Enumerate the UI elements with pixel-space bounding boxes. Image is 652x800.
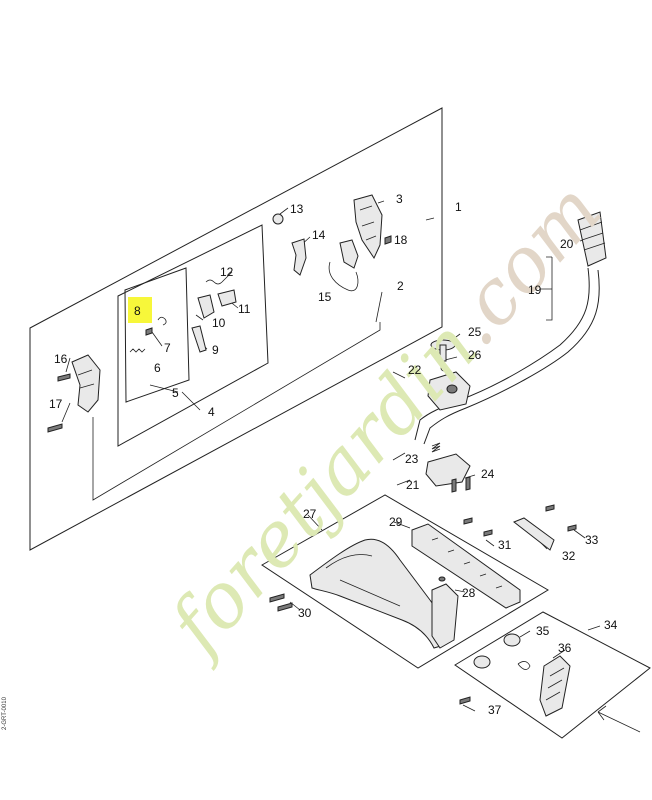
part-label-9: 9 [212,343,219,357]
part-28-mount [431,583,459,649]
part-label-30: 30 [298,606,312,620]
leader-lines [61,200,601,712]
part-30-screws [269,593,293,612]
part-8-spring-clip [157,316,167,326]
part-label-6: 6 [154,361,161,375]
part-26-washer [440,364,448,372]
part-label-12: 12 [220,265,234,279]
part-10-trigger [197,294,215,319]
part-17-screw [47,423,63,433]
part-label-31: 31 [498,538,512,552]
part-36-grip [539,655,571,717]
part-label-11: 11 [238,302,251,316]
part-label-18: 18 [394,233,408,247]
part-labels: 1234567891011121314151617181920212223242… [49,192,618,717]
part-label-28: 28 [462,586,476,600]
part-11-lock [217,289,237,307]
part-label-3: 3 [396,192,403,206]
part-35-bushing [503,633,521,647]
part-label-32: 32 [562,549,576,563]
part-label-35: 35 [536,624,550,638]
assembly-frames [29,107,651,739]
part-16-screw [57,373,71,382]
part-label-24: 24 [481,467,495,481]
part-24-screw [465,476,471,491]
parts [47,194,641,733]
part-37-screw [459,696,471,705]
part-9-lever [191,325,207,353]
part-19-handlebar [414,267,590,441]
highlight-box [128,297,152,323]
part-33-screws [545,504,577,532]
part-label-20: 20 [560,237,574,251]
part-27-main-frame [309,538,445,649]
part-label-1: 1 [455,200,462,214]
part-3-handle-housing [353,194,383,260]
part-label-26: 26 [468,348,482,362]
part-32-strip [513,517,555,551]
part-29-rail [411,523,521,609]
direction-arrow-icon [597,705,641,733]
part-label-25: 25 [468,325,482,339]
part-15-switch [339,239,359,269]
part-label-27: 27 [303,507,317,521]
part-label-14: 14 [312,228,326,242]
part-18-screw [384,235,392,245]
part-7-pin [145,327,153,336]
part-label-7: 7 [164,341,171,355]
part-6-spring [129,348,146,353]
part-label-21: 21 [406,478,420,492]
part-label-33: 33 [585,533,599,547]
part-label-36: 36 [558,641,572,655]
frame-assembly-34 [454,611,651,739]
part-12-spring [205,279,223,285]
part-label-13: 13 [290,202,304,216]
part-label-23: 23 [405,452,419,466]
part-label-8: 8 [134,304,141,318]
part-label-17: 17 [49,397,63,411]
part-label-22: 22 [408,363,422,377]
part-label-16: 16 [54,352,68,366]
frame-assembly-4 [117,224,269,447]
part-31-screws [463,517,493,537]
frame-assembly-5 [124,267,190,403]
frame-assembly-27 [261,494,549,669]
part-label-15: 15 [318,290,332,304]
part-20-grip [577,211,607,267]
part-label-37: 37 [488,703,502,717]
part-label-4: 4 [208,405,215,419]
part-16-cover [71,354,101,413]
part-13-nut [272,213,284,225]
part-label-2: 2 [397,279,404,293]
part-14-lever [291,238,307,276]
part-label-10: 10 [212,316,226,330]
part-label-34: 34 [604,618,618,632]
part-23-spring [431,442,441,453]
part-21-clamp-bottom [425,453,471,487]
part-label-19: 19 [528,283,542,297]
drawing-code: 2-GRT-0010 [2,696,8,730]
part-label-29: 29 [389,515,403,529]
frame-assembly-1 [29,107,443,551]
part-label-5: 5 [172,386,179,400]
